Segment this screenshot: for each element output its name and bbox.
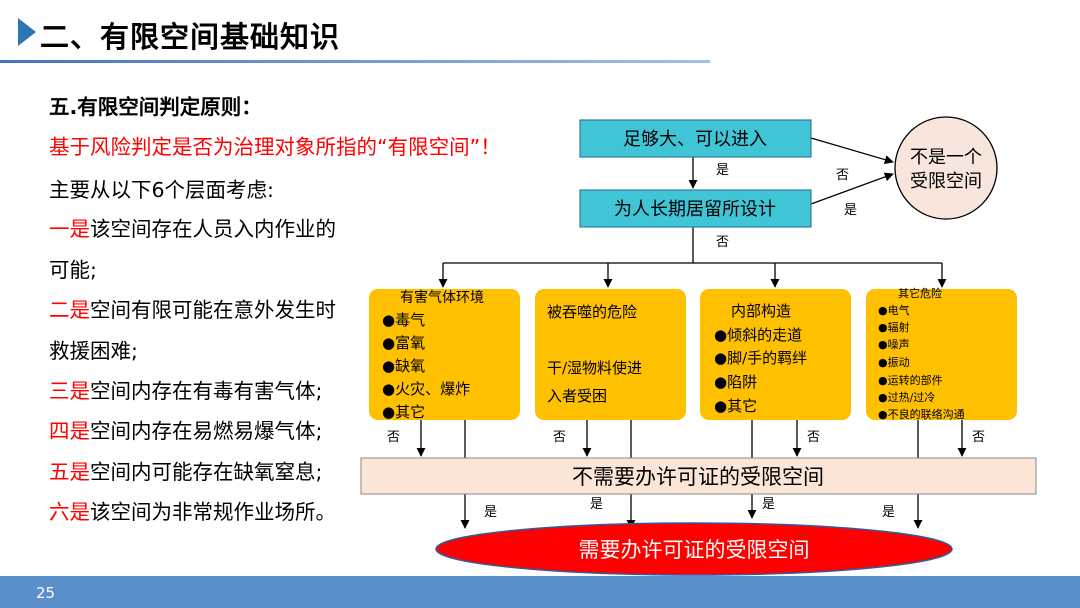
no-label: 否 bbox=[972, 430, 985, 445]
hazard-item: ●其它 bbox=[714, 397, 757, 415]
principle-item-1-cont: 可能; bbox=[49, 253, 97, 283]
hazard-item: ●电气 bbox=[878, 303, 910, 317]
hazard-item: ●倾斜的走道 bbox=[714, 326, 802, 344]
hazard-item: ●陷阱 bbox=[714, 373, 757, 391]
intro-text: 主要从以下6个层面考虑: bbox=[49, 178, 274, 202]
hazard-box-engulfment bbox=[535, 289, 686, 420]
hazard-item: ●毒气 bbox=[382, 311, 425, 329]
principle-item-1: 一是该空间存在人员入内作业的 bbox=[49, 212, 336, 242]
principle-number: 四是 bbox=[49, 419, 90, 443]
flow-box-large-enough bbox=[579, 119, 812, 158]
page-title: 二、有限空间基础知识 bbox=[40, 20, 341, 54]
hazard-title: 有害气体环境 bbox=[400, 290, 484, 306]
principle-item-2: 二是空间有限可能在意外发生时 bbox=[49, 293, 336, 323]
principle-text: 救援困难; bbox=[49, 339, 138, 363]
section-heading: 五.有限空间判定原则： bbox=[49, 95, 262, 119]
hazard-item: ●振动 bbox=[878, 355, 910, 369]
hazard-item: ●噪声 bbox=[878, 337, 910, 351]
principle-number: 一是 bbox=[49, 217, 90, 241]
principle-number: 六是 bbox=[49, 500, 90, 524]
yes-label: 是 bbox=[844, 203, 857, 218]
yes-label: 是 bbox=[762, 497, 775, 512]
principle-text: 空间内可能存在缺氧窒息; bbox=[90, 460, 323, 484]
flow-connectors bbox=[416, 137, 967, 529]
hazard-item: 入者受困 bbox=[547, 387, 607, 405]
principle-text: 空间有限可能在意外发生时 bbox=[90, 298, 336, 322]
section-subheading: 基于风险判定是否为治理对象所指的“有限空间”！ bbox=[49, 135, 501, 159]
hazard-box-structure bbox=[700, 289, 851, 420]
not-confined-label-line2: 受限空间 bbox=[910, 171, 982, 192]
principle-item-3: 三是空间内存在有毒有害气体; bbox=[49, 374, 322, 404]
hazard-item: ●缺氧 bbox=[382, 357, 425, 375]
yes-label: 是 bbox=[590, 497, 603, 512]
principle-text: 该空间存在人员入内作业的 bbox=[90, 217, 336, 241]
principle-text: 可能; bbox=[49, 258, 97, 282]
no-permit-box bbox=[360, 457, 1037, 495]
hazard-item: ●辐射 bbox=[878, 320, 910, 334]
hazard-title: 内部构造 bbox=[731, 302, 791, 320]
yes-label: 是 bbox=[716, 163, 729, 178]
hazard-item: ●火灾、爆炸 bbox=[382, 380, 470, 398]
hazard-box-other bbox=[866, 289, 1017, 420]
not-confined-circle bbox=[894, 116, 998, 220]
hazard-item: ●运转的部件 bbox=[878, 373, 943, 387]
no-label: 否 bbox=[836, 168, 849, 183]
hazard-item: ●不良的联络沟通 bbox=[878, 407, 965, 421]
not-confined-label-line1: 不是一个 bbox=[910, 147, 982, 168]
no-label: 否 bbox=[807, 430, 820, 445]
hazard-item: ●脚/手的羁绊 bbox=[714, 349, 807, 367]
hazard-item: ●其它 bbox=[382, 403, 425, 421]
flow-box-large-enough-label: 足够大、可以进入 bbox=[623, 129, 767, 150]
no-label: 否 bbox=[716, 235, 729, 250]
principle-text: 该空间为非常规作业场所。 bbox=[90, 500, 336, 524]
hazard-item: ●富氧 bbox=[382, 334, 425, 352]
page-number: 25 bbox=[36, 584, 56, 602]
hazard-box-gas bbox=[369, 289, 520, 420]
hazard-title: 被吞噬的危险 bbox=[547, 303, 637, 321]
no-label: 否 bbox=[553, 430, 566, 445]
principle-text: 空间内存在有毒有害气体; bbox=[90, 379, 323, 403]
permit-label: 需要办许可证的受限空间 bbox=[579, 538, 810, 562]
principle-item-5: 五是空间内可能存在缺氧窒息; bbox=[49, 455, 322, 485]
title-triangle-icon bbox=[18, 18, 36, 46]
hazard-item: ●过热/过冷 bbox=[878, 391, 935, 404]
permit-oval bbox=[435, 522, 953, 576]
principle-text: 空间内存在易燃易爆气体; bbox=[90, 419, 323, 443]
principle-item-6: 六是该空间为非常规作业场所。 bbox=[49, 495, 336, 525]
principle-number: 二是 bbox=[49, 298, 90, 322]
principle-item-4: 四是空间内存在易燃易爆气体; bbox=[49, 414, 322, 444]
no-permit-label: 不需要办许可证的受限空间 bbox=[572, 465, 824, 489]
principle-item-2-cont: 救援困难; bbox=[49, 334, 138, 364]
flow-box-long-stay-design bbox=[579, 189, 812, 228]
hazard-item: 干/湿物料使进 bbox=[547, 359, 642, 377]
yes-label: 是 bbox=[882, 505, 895, 520]
no-label: 否 bbox=[387, 430, 400, 445]
yes-label: 是 bbox=[484, 505, 497, 520]
principle-number: 五是 bbox=[49, 460, 90, 484]
title-underline bbox=[0, 60, 710, 63]
principle-number: 三是 bbox=[49, 379, 90, 403]
flow-box-long-stay-design-label: 为人长期居留所设计 bbox=[614, 199, 776, 220]
footer-bar bbox=[0, 576, 1080, 608]
hazard-title: 其它危险 bbox=[898, 286, 942, 300]
